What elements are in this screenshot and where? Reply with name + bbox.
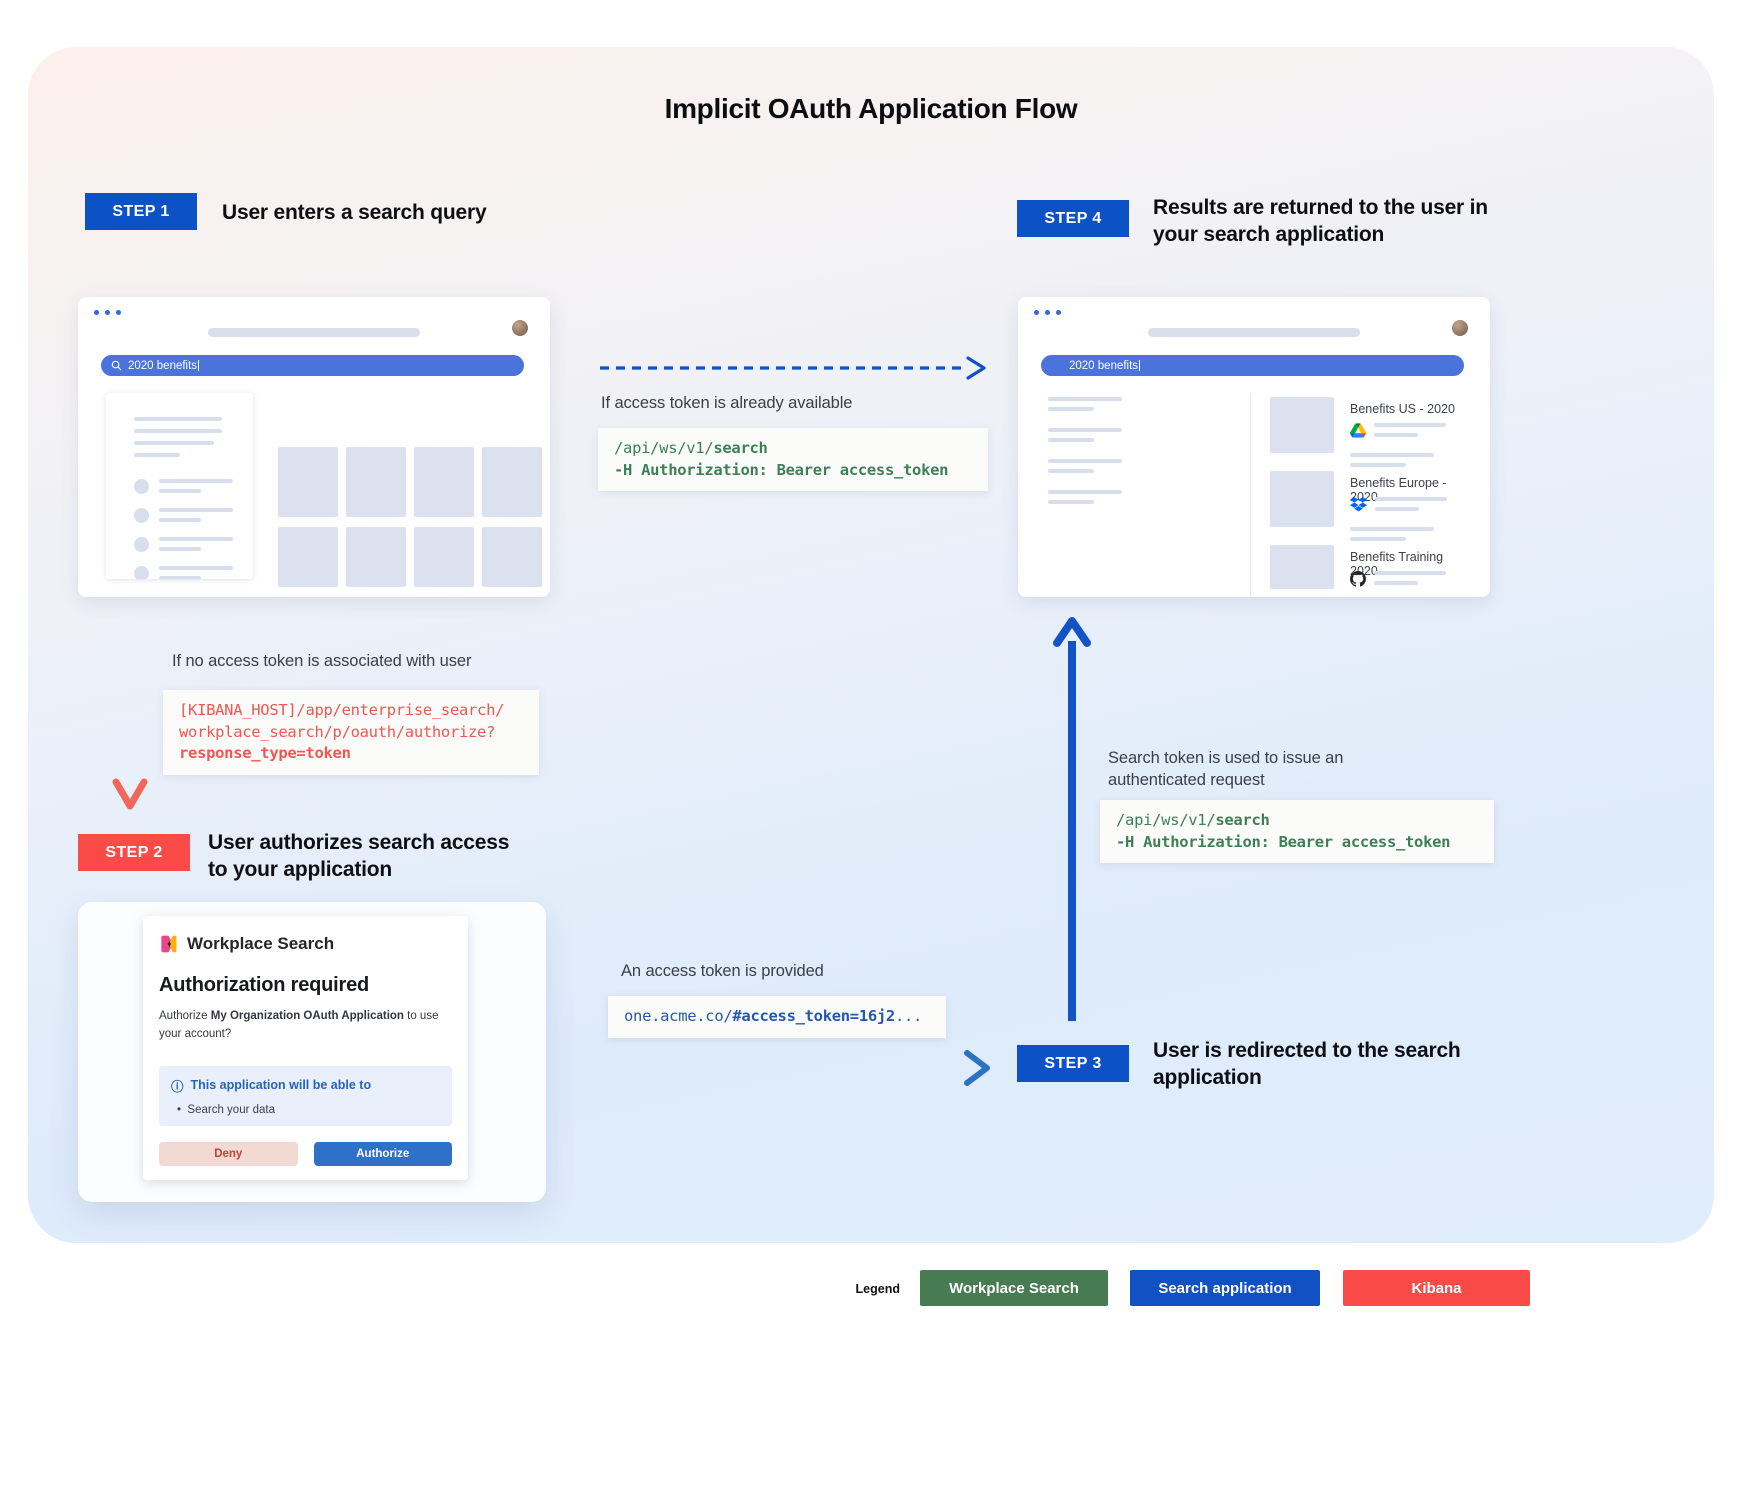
text-caret (198, 360, 200, 371)
legend-kibana: Kibana (1343, 1270, 1530, 1306)
window-dots-icon (1034, 310, 1061, 315)
authorize-button[interactable]: Authorize (313, 1141, 452, 1166)
window-dots-icon (94, 310, 121, 315)
avatar (1452, 320, 1468, 336)
step-4-heading: Results are returned to the user in your… (1153, 196, 1488, 247)
result-thumbnail (1270, 397, 1334, 453)
browser-window-results: 2020 benefits Benefits US - 2020 (1018, 297, 1490, 597)
code-kibana-authorize: [KIBANA_HOST]/app/enterprise_search/ wor… (163, 690, 539, 776)
page-title: Implicit OAuth Application Flow (664, 93, 1078, 124)
result-title: Benefits US - 2020 (1350, 402, 1455, 416)
step-1-badge: STEP 1 (85, 193, 197, 230)
search-input[interactable]: 2020 benefits (101, 355, 524, 376)
code-redirect-url: one.acme.co/#access_token=16j2... (608, 996, 946, 1038)
authorization-screen: Workplace Search Authorization required … (78, 902, 546, 1202)
annotation-no-token: If no access token is associated with us… (172, 652, 472, 670)
result-item[interactable]: Benefits US - 2020 (1270, 397, 1470, 467)
search-input[interactable]: 2020 benefits (1041, 355, 1464, 376)
result-item[interactable]: Benefits Europe - 2020 (1270, 471, 1470, 541)
deny-button[interactable]: Deny (159, 1141, 298, 1166)
step-3-badge: STEP 3 (1017, 1045, 1129, 1082)
panel-divider (1250, 393, 1251, 597)
google-drive-icon (1350, 423, 1366, 438)
step-4-badge: STEP 4 (1017, 200, 1129, 237)
dialog-body: Authorize My Organization OAuth Applicat… (159, 1010, 439, 1041)
text-caret (1139, 360, 1141, 371)
dialog-title: Authorization required (159, 974, 370, 996)
step-2-badge: STEP 2 (78, 834, 190, 871)
results-sidebar-skeleton (1048, 397, 1122, 521)
annotation-token-available: If access token is already available (601, 394, 853, 412)
magnifier-icon (111, 360, 122, 371)
github-icon (1350, 571, 1366, 587)
step-3-heading: User is redirected to the search applica… (1153, 1039, 1461, 1090)
dialog-app-name: Workplace Search (187, 934, 335, 953)
right-arrow-gradient (596, 1050, 990, 1086)
code-search-api: /api/ws/v1/search -H Authorization: Bear… (598, 428, 988, 492)
workplace-search-logo-icon (161, 935, 177, 953)
result-thumbnail (1270, 545, 1334, 589)
address-bar (1148, 328, 1360, 337)
info-icon: ⓘ (171, 1079, 184, 1094)
result-thumbnail (1270, 471, 1334, 527)
avatar (512, 320, 528, 336)
dashed-arrow-right (600, 356, 986, 380)
annotation-auth-request: Search token is used to issue an authent… (1108, 749, 1344, 790)
sidebar-skeleton-panel (106, 393, 253, 579)
dropbox-icon (1350, 497, 1367, 512)
down-arrow-gradient (112, 616, 148, 810)
legend-label: Legend (855, 1282, 900, 1296)
authorization-dialog: Workplace Search Authorization required … (143, 916, 468, 1180)
search-query: 2020 benefits (1069, 359, 1139, 372)
legend-workplace-search: Workplace Search (920, 1270, 1108, 1306)
annotation-token-provided: An access token is provided (621, 962, 824, 980)
step-2-heading: User authorizes search access to your ap… (208, 831, 510, 882)
code-search-api-2: /api/ws/v1/search -H Authorization: Bear… (1100, 800, 1494, 864)
address-bar (208, 328, 420, 337)
up-arrow (1053, 617, 1091, 1021)
legend-search-application: Search application (1130, 1270, 1320, 1306)
browser-window-search-entry: 2020 benefits (78, 297, 550, 597)
result-item[interactable]: Benefits Training 2020 (1270, 545, 1470, 597)
search-query: 2020 benefits (128, 359, 198, 372)
step-1-heading: User enters a search query (222, 201, 487, 224)
